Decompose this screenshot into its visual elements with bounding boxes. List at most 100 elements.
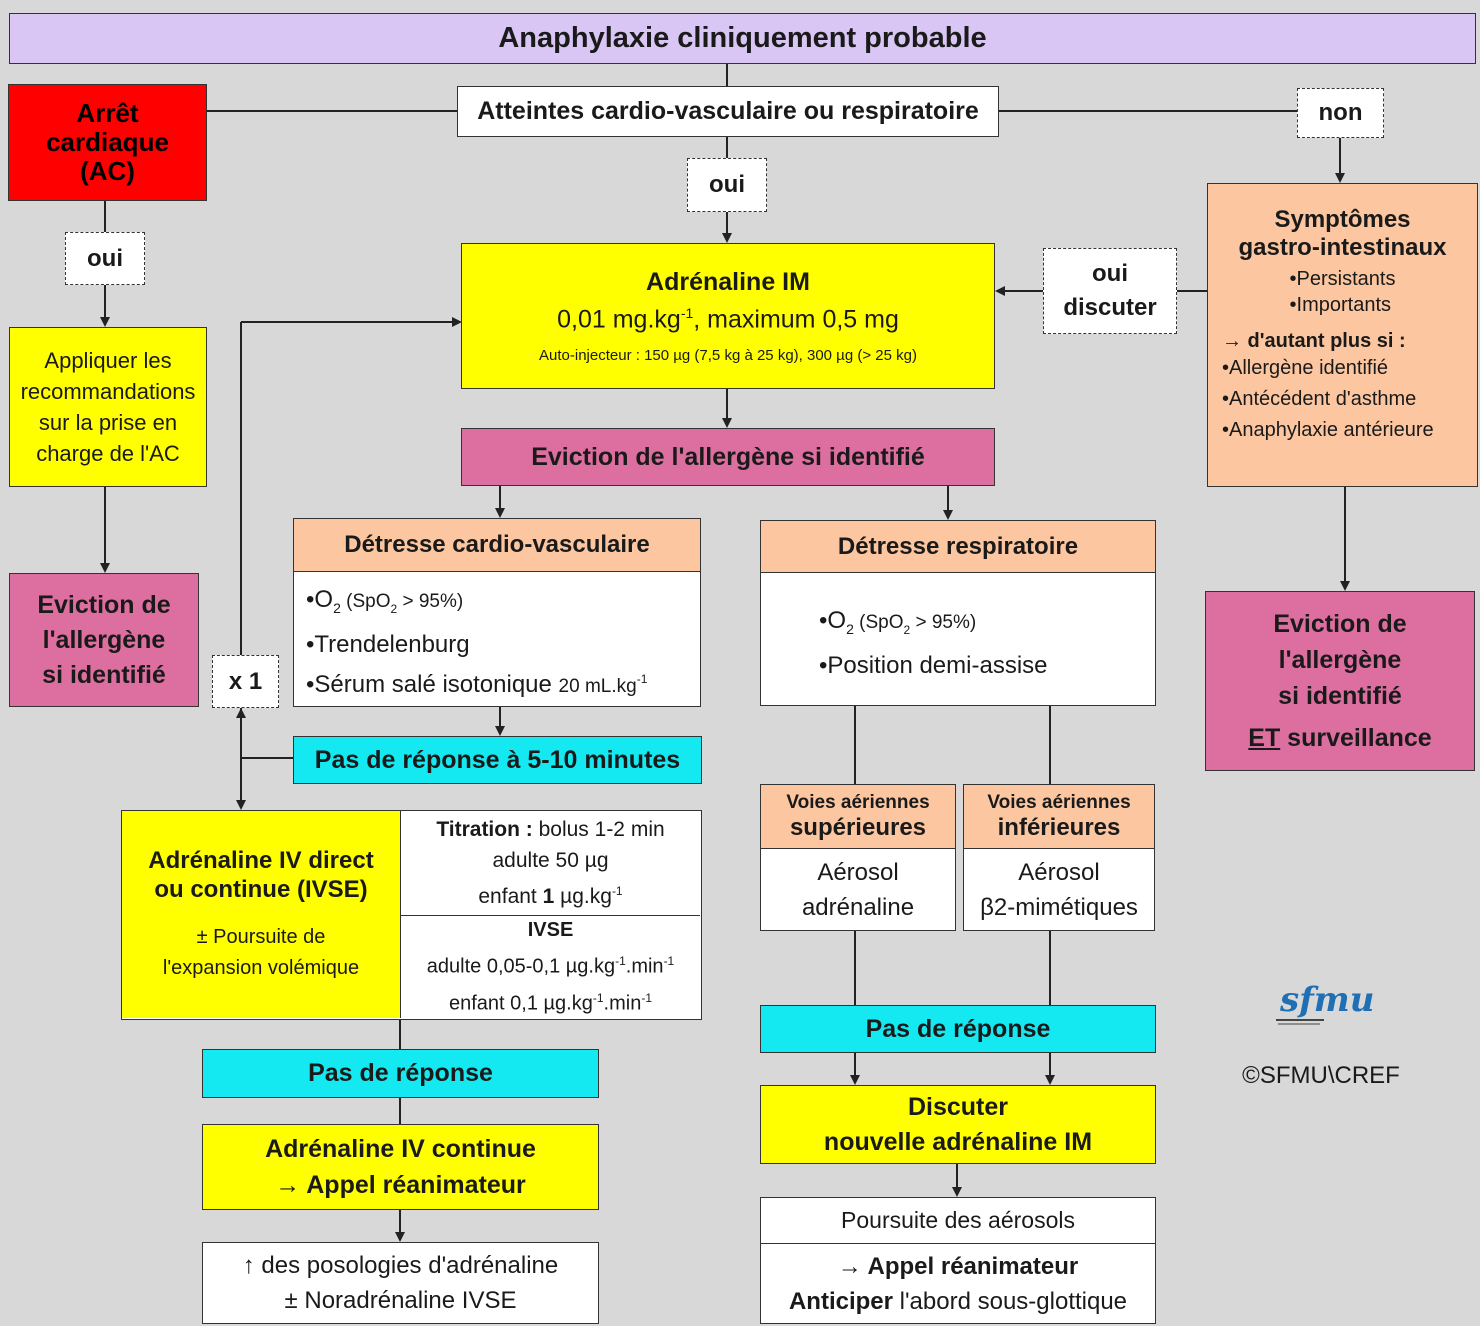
eviction-right-line-4: ET surveillance — [1248, 720, 1431, 756]
adrenaline-iv-poursuite-2: l'expansion volémique — [162, 956, 360, 979]
detresse-resp-title: Détresse respiratoire — [837, 532, 1079, 560]
voies-sup-b1: Aérosol — [817, 858, 899, 886]
eviction-right-surveillance: surveillance — [1280, 724, 1432, 752]
eviction-right-et: ET — [1248, 724, 1281, 752]
symptome-item: Persistants — [1290, 266, 1396, 292]
adrenaline-im-title: Adrénaline IM — [646, 268, 810, 297]
cv-serum-sup: -1 — [636, 671, 648, 686]
adrenaline-im-dose-max: , maximum 0,5 mg — [693, 305, 899, 334]
resp-o2: O — [827, 607, 847, 634]
arret-line-1: Arrêt — [76, 98, 139, 128]
voies-inf-b2: β2-mimétiques — [980, 893, 1138, 921]
cv-item-o2: O2 (SpO2 > 95%) — [306, 582, 647, 627]
symptomes-title-2: gastro-intestinaux — [1238, 234, 1447, 261]
ivse-adulte-min: .min — [625, 955, 664, 978]
ivse-adulte-dose: adulte 0,05-0,1 µg.kg — [426, 955, 616, 978]
voies-inf-h1: Voies aériennes — [987, 791, 1131, 813]
cv-o2: O — [314, 586, 334, 613]
discuter-line-1: Discuter — [907, 1092, 1009, 1121]
cv-spo2-sub: 2 — [390, 601, 398, 616]
detresse-cv-list: O2 (SpO2 > 95%) Trendelenburg Sérum salé… — [294, 572, 647, 704]
auto-injecteur-text: Auto-injecteur : 150 µg (7,5 kg à 25 kg)… — [539, 346, 917, 364]
sfmu-logo-text: sfmu — [1280, 980, 1375, 1020]
eviction-left-line-3: si identifié — [42, 660, 166, 689]
x1-label: x 1 — [212, 655, 279, 708]
detresse-cv-header: Détresse cardio-vasculaire — [294, 519, 700, 572]
posologies-box: ↑ des posologies d'adrénaline ± Noradrén… — [202, 1242, 599, 1324]
cv-serum: Sérum salé isotonique — [314, 670, 559, 698]
ivse-enfant-min: .min — [603, 992, 642, 1015]
detresse-resp-box: Détresse respiratoire O2 (SpO2 > 95%) Po… — [760, 520, 1156, 706]
poursuite-box: Poursuite des aérosols → Appel réanimate… — [760, 1197, 1156, 1324]
detresse-resp-list: O2 (SpO2 > 95%) Position demi-assise — [761, 573, 1047, 684]
arret-line-2: cardiaque — [46, 127, 169, 157]
resp-spo2: (SpO — [853, 612, 904, 633]
titration-line: Titration : bolus 1-2 min — [436, 814, 664, 845]
ivse-enfant-sup1: -1 — [592, 990, 604, 1005]
sfmu-logo-graphic — [1276, 1019, 1324, 1025]
adrenaline-iv-box: Adrénaline IV direct ou continue (IVSE) … — [121, 810, 702, 1020]
oui-left-label: oui — [65, 232, 145, 285]
eviction-center-box: Eviction de l'allergène si identifié — [461, 428, 995, 486]
non-text: non — [1318, 99, 1363, 126]
ivse-enfant-sup2: -1 — [641, 990, 652, 1005]
oui-discuter-line-1: oui — [1092, 260, 1128, 287]
appliquer-line-1: Appliquer les — [44, 348, 172, 373]
adrenaline-iv-title-1: Adrénaline IV direct — [148, 846, 374, 874]
pas-reponse-right-text: Pas de réponse — [865, 1014, 1051, 1043]
titration-enfant: enfant 1 µg.kg-1 — [478, 876, 622, 912]
adrenaline-iv-continue-box: Adrénaline IV continue → Appel réanimate… — [202, 1124, 599, 1210]
titration-enfant-pre: enfant — [478, 885, 543, 908]
ivse-adulte-sup2: -1 — [663, 953, 675, 968]
symptomes-autant: → d'autant plus si : — [1222, 330, 1406, 352]
cv-spo2-rest: > 95%) — [397, 591, 464, 612]
detresse-cv-box: Détresse cardio-vasculaire O2 (SpO2 > 95… — [293, 518, 701, 707]
arret-cardiaque-box: Arrêt cardiaque (AC) — [8, 84, 207, 201]
poursuite-line-2: → Appel réanimateur — [837, 1252, 1079, 1280]
poursuite-line-1: Poursuite des aérosols — [841, 1207, 1075, 1233]
voies-sup-b2: adrénaline — [801, 893, 915, 921]
pas-reponse-right-box: Pas de réponse — [760, 1005, 1156, 1053]
appliquer-line-2: recommandations — [20, 379, 196, 404]
poursuite-line-3: Anticiper l'abord sous-glottique — [789, 1284, 1127, 1319]
detresse-resp-header: Détresse respiratoire — [761, 521, 1155, 573]
copyright-text: ©SFMU\CREF — [1242, 1062, 1400, 1089]
eviction-left-line-2: l'allergène — [42, 625, 166, 654]
voies-inf-h2: inférieures — [997, 813, 1121, 841]
symptomes-criteria-list: Allergène identifié Antécédent d'asthme … — [1208, 353, 1434, 446]
adrenaline-im-dose-value: 0,01 mg.kg — [557, 305, 681, 334]
voies-inf-header: Voies aériennes inférieures — [964, 785, 1154, 849]
voies-inf-b1: Aérosol — [1018, 858, 1100, 886]
eviction-left-box: Eviction de l'allergène si identifié — [9, 573, 199, 707]
titration-cell: Titration : bolus 1-2 min adulte 50 µg e… — [401, 811, 700, 916]
pas-reponse-left-text: Pas de réponse — [308, 1059, 493, 1087]
cv-item-trendelenburg: Trendelenburg — [306, 627, 647, 662]
voies-inf-box: Voies aériennes inférieures Aérosol β2-m… — [963, 784, 1155, 931]
ivse-adulte: adulte 0,05-0,1 µg.kg-1.min-1 — [427, 946, 674, 983]
oui-top-label: oui — [687, 158, 767, 212]
titration-label: Titration : — [436, 818, 533, 841]
cv-spo2: (SpO — [340, 591, 391, 612]
diagram-title-text: Anaphylaxie cliniquement probable — [498, 22, 987, 54]
resp-spo2-rest: > 95%) — [910, 612, 977, 633]
ivse-enfant-dose: enfant 0,1 µg.kg — [449, 992, 593, 1015]
pas-reponse-510-text: Pas de réponse à 5-10 minutes — [314, 745, 681, 774]
resp-item-position: Position demi-assise — [819, 648, 1047, 684]
diagram-title: Anaphylaxie cliniquement probable — [9, 13, 1476, 64]
detresse-cv-title: Détresse cardio-vasculaire — [344, 531, 650, 558]
pas-reponse-left-box: Pas de réponse — [202, 1049, 599, 1098]
cv-item-serum: Sérum salé isotonique 20 mL.kg-1 — [306, 662, 647, 704]
discuter-line-2: nouvelle adrénaline IM — [823, 1127, 1093, 1156]
adrenaline-im-box: Adrénaline IM 0,01 mg.kg-1, maximum 0,5 … — [461, 243, 995, 389]
adrenaline-im-dose-exponent: -1 — [680, 305, 694, 322]
poursuite-header: Poursuite des aérosols — [761, 1198, 1155, 1244]
symptomes-title-1: Symptômes — [1274, 206, 1411, 233]
criteria-item: Allergène identifié — [1222, 353, 1434, 384]
question-text: Atteintes cardio-vasculaire ou respirato… — [477, 97, 979, 125]
criteria-item: Antécédent d'asthme — [1222, 384, 1434, 415]
eviction-right-box: Eviction de l'allergène si identifié ET … — [1205, 591, 1475, 771]
iv-continue-line-1: Adrénaline IV continue — [265, 1135, 536, 1163]
eviction-right-line-2: l'allergène — [1278, 646, 1402, 674]
copyright: ©SFMU\CREF — [1236, 1062, 1406, 1090]
x1-text: x 1 — [228, 667, 263, 695]
